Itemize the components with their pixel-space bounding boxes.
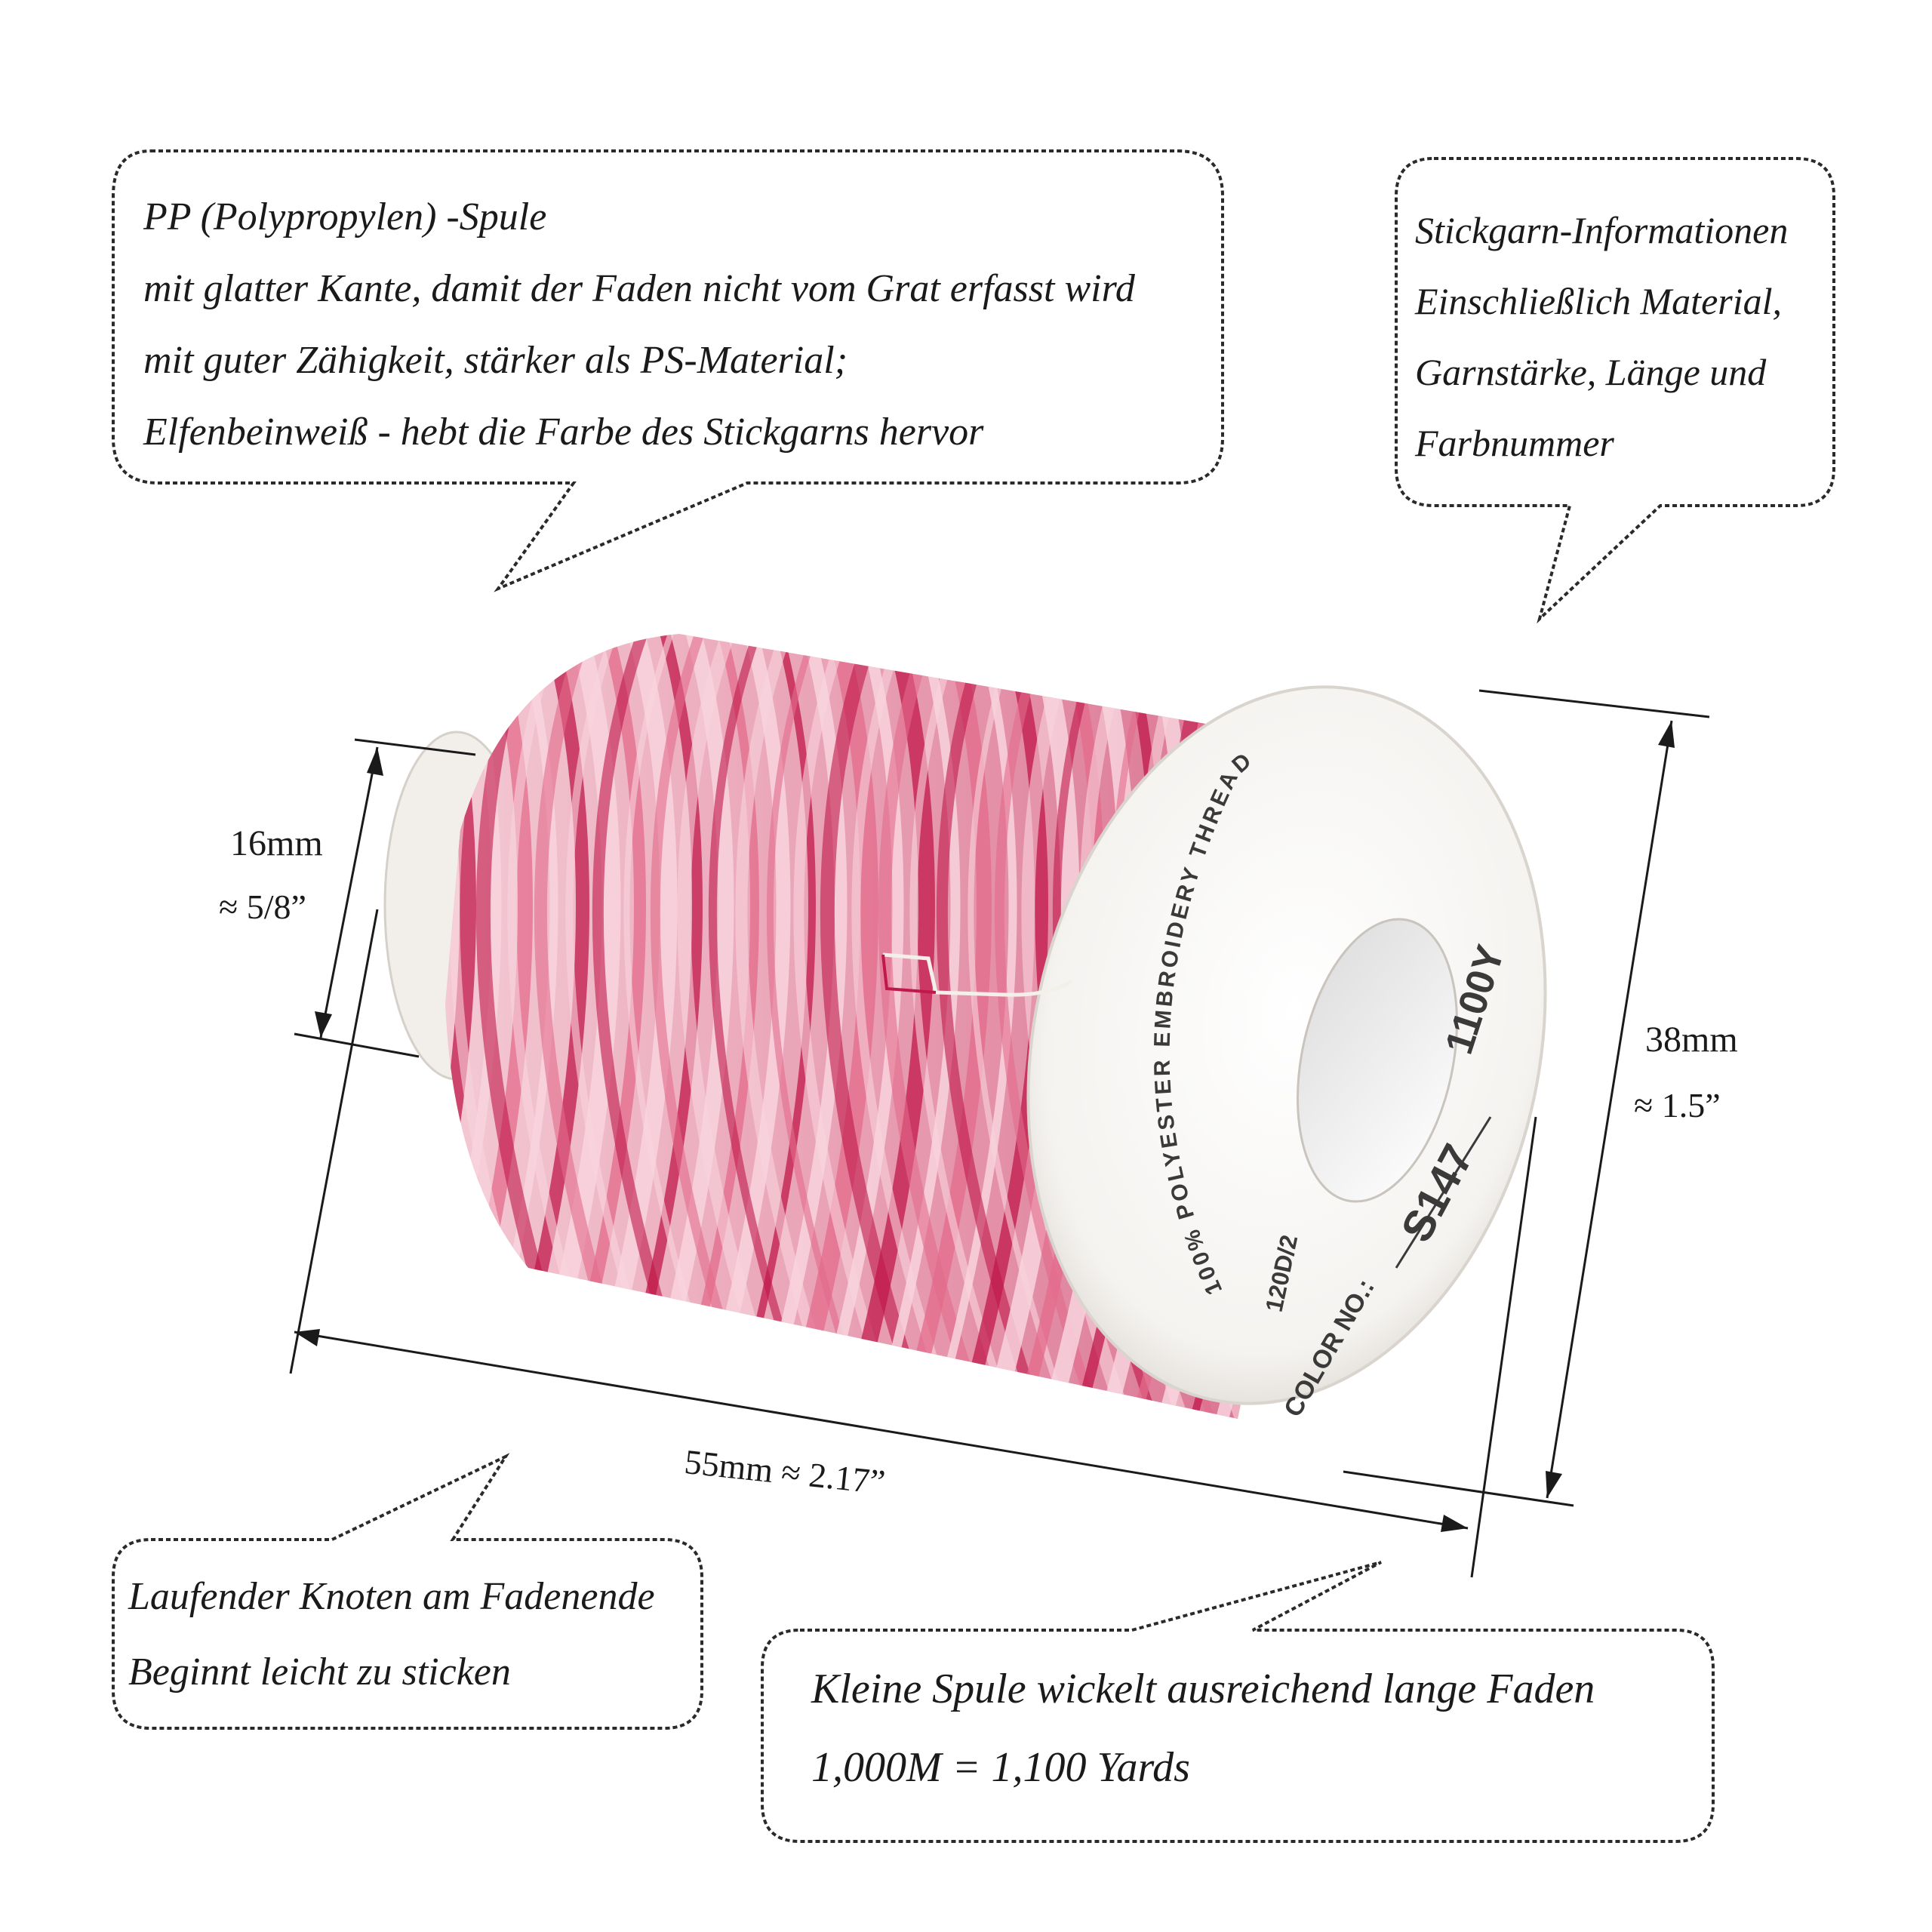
callout-thread-info-line-3: Garnstärke, Länge und — [1415, 351, 1767, 393]
thread-stripe — [727, 634, 816, 1419]
thread-stripe — [611, 634, 703, 1419]
callout-thread-info-line-4: Farbnummer — [1415, 422, 1614, 464]
thread-stripe — [869, 634, 961, 1419]
callout-thread-info-line-2: Einschließlich Material, — [1415, 280, 1783, 322]
thread-stripe — [927, 634, 1017, 1419]
spool-core-hole — [1297, 918, 1458, 1203]
thread-stripe — [694, 634, 791, 1419]
callout-bubble-spool-material — [112, 149, 1224, 592]
dimension-arrowheads — [294, 721, 1675, 1532]
callout-thread-info: Stickgarn-Informationen Einschließlich M… — [1415, 211, 1788, 462]
thread-stripe — [272, 619, 353, 1434]
callout-spool-material-line-1: PP (Polypropylen) -Spule — [143, 195, 547, 238]
thread-stripe — [708, 634, 820, 1419]
callout-thread-info-line-1: Stickgarn-Informationen — [1415, 209, 1789, 251]
callout-bubble-thread-info — [1395, 157, 1835, 624]
thread-knot — [882, 952, 1073, 997]
thread-stripe — [650, 634, 763, 1419]
thread-stripe — [837, 634, 935, 1419]
color-number-underline — [1395, 1116, 1492, 1269]
thread-stripe — [895, 634, 992, 1419]
thread-stripe — [953, 634, 1048, 1419]
callout-spool-material: PP (Polypropylen) -Spule mit glatter Kan… — [143, 198, 1135, 452]
callout-length-line-1: Kleine Spule wickelt ausreichend lange F… — [811, 1666, 1595, 1712]
thread-spool: 100% POLYESTER EMBROIDERY THREAD 1100Y 1… — [272, 619, 1547, 1434]
dim-core-metric: 16mm — [230, 823, 323, 863]
callout-spool-material-line-2: mit glatter Kante, damit der Faden nicht… — [143, 267, 1135, 310]
callout-spool-material-line-4: Elfenbeinweiß - hebt die Farbe des Stick… — [143, 411, 984, 454]
callout-running-knot-line-1: Laufender Knoten am Fadenende — [128, 1575, 655, 1618]
thread-stripe — [669, 634, 759, 1419]
thread-stripe — [909, 634, 1020, 1419]
dimension-lines — [289, 689, 1710, 1578]
callout-running-knot-line-2: Beginnt leicht zu sticken — [128, 1651, 511, 1694]
callout-bubble-length — [761, 1561, 1715, 1843]
dim-flange-metric: 38mm — [1645, 1020, 1738, 1060]
thread-stripe — [752, 634, 848, 1419]
callout-bubble-running-knot — [112, 1453, 703, 1730]
thread-stripe — [811, 634, 904, 1419]
dim-core-imperial: ≈ 5/8” — [219, 888, 306, 926]
callout-spool-material-line-3: mit guter Zähigkeit, stärker als PS-Mate… — [143, 339, 848, 382]
callout-running-knot: Laufender Knoten am Fadenende Beginnt le… — [128, 1577, 655, 1692]
callout-length: Kleine Spule wickelt ausreichend lange F… — [811, 1668, 1595, 1789]
thread-stripe — [636, 634, 734, 1419]
dim-flange-imperial: ≈ 1.5” — [1634, 1086, 1721, 1124]
callout-length-line-2: 1,000M = 1,100 Yards — [811, 1744, 1190, 1791]
